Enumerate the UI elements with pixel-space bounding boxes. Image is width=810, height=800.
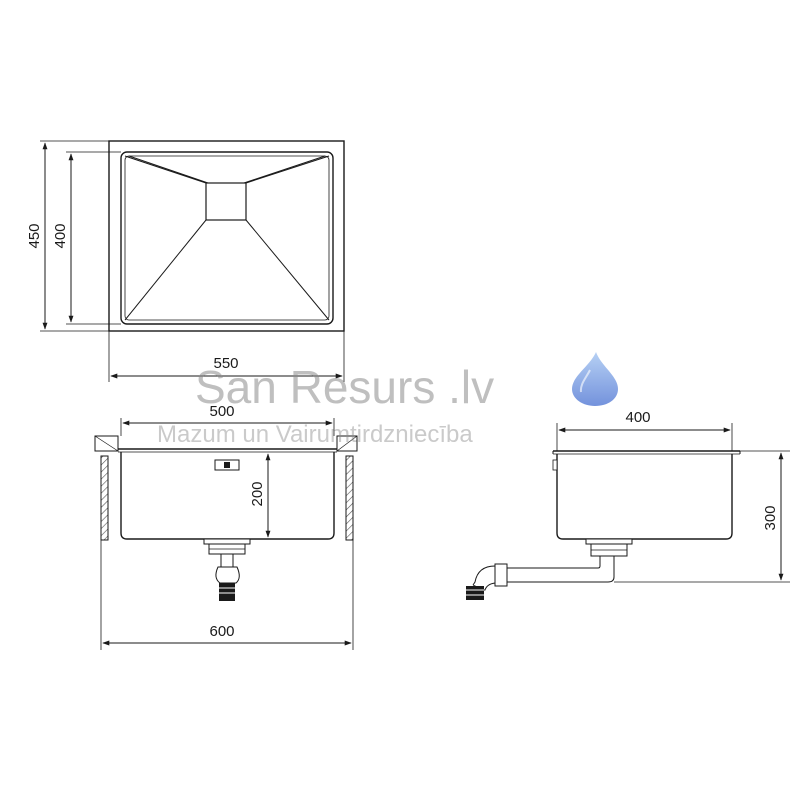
cabinet-wall-right bbox=[345, 455, 354, 541]
dim-450-label: 450 bbox=[26, 223, 43, 248]
watermark: San Resurs .lv Mazum un Vairumtirdzniecī… bbox=[157, 352, 618, 448]
watermark-brand: San Resurs .lv bbox=[195, 361, 494, 413]
dimension-400-top: 400 bbox=[52, 151, 121, 325]
dimension-500: 500 bbox=[120, 403, 335, 436]
water-drop-icon bbox=[572, 352, 618, 406]
dim-400-side-label: 400 bbox=[625, 409, 650, 426]
sink-inner-bowl bbox=[120, 151, 334, 325]
side-bowl bbox=[556, 454, 733, 540]
dimension-550: 550 bbox=[108, 331, 345, 382]
side-overflow bbox=[552, 459, 558, 471]
front-view: 500 200 600 bbox=[94, 403, 358, 650]
side-view: 400 300 bbox=[466, 409, 790, 600]
drain-square bbox=[205, 182, 247, 221]
dim-300-label: 300 bbox=[762, 505, 779, 530]
cabinet-wall-left bbox=[100, 455, 109, 541]
bowl-slope-lines bbox=[124, 155, 330, 321]
dimension-300: 300 bbox=[614, 450, 790, 583]
dimension-600: 600 bbox=[100, 540, 354, 650]
sink-outer-rim bbox=[108, 140, 345, 332]
dimension-400-side: 400 bbox=[556, 409, 733, 451]
dim-500-label: 500 bbox=[209, 403, 234, 420]
front-drain bbox=[203, 538, 251, 601]
side-drain-trap bbox=[466, 538, 633, 600]
dim-400-top-label: 400 bbox=[52, 223, 69, 248]
dimension-200: 200 bbox=[249, 453, 271, 538]
dim-550-label: 550 bbox=[213, 355, 238, 372]
top-view: 450 400 550 bbox=[26, 140, 345, 382]
watermark-tagline: Mazum un Vairumtirdzniecība bbox=[157, 421, 473, 448]
dimension-450: 450 bbox=[26, 140, 109, 332]
sink-bowl-inset bbox=[124, 155, 330, 321]
dim-600-label: 600 bbox=[209, 623, 234, 640]
dim-200-label: 200 bbox=[249, 481, 266, 506]
